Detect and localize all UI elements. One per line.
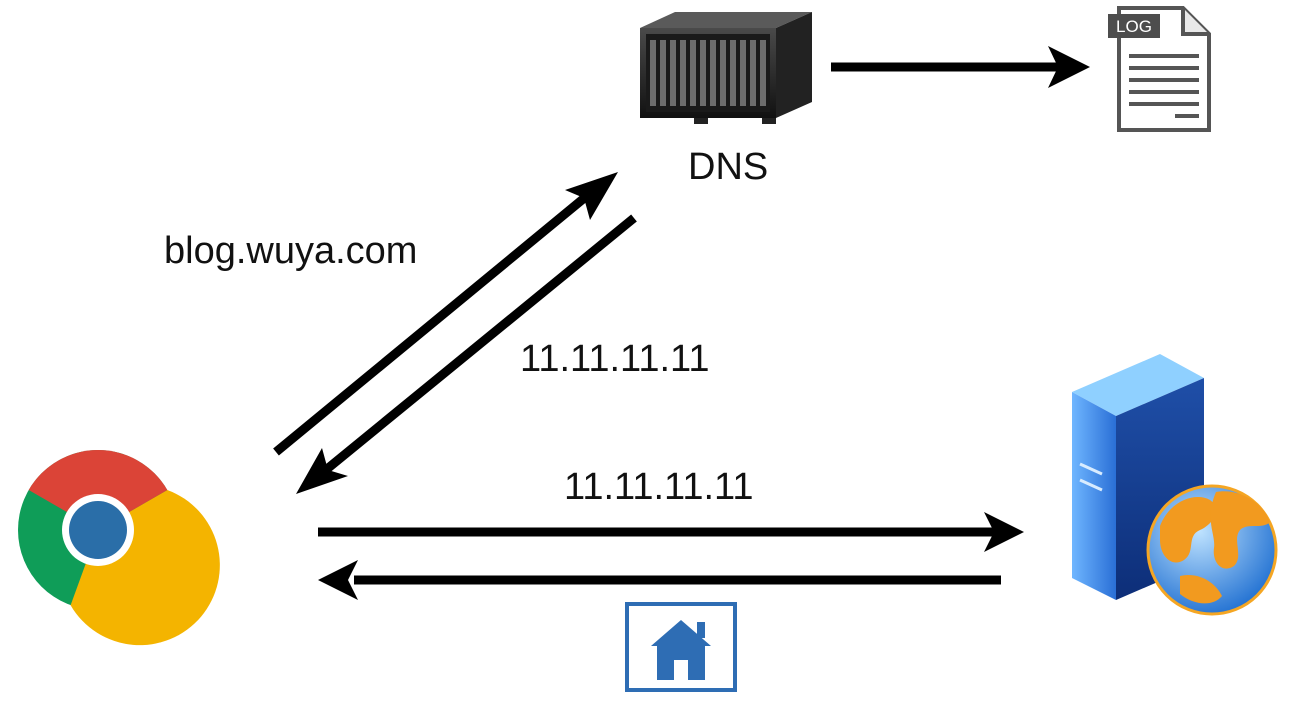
arrowhead-browser-server	[318, 560, 358, 600]
chrome-browser-icon	[18, 449, 220, 646]
log-file-icon: LOG	[1108, 6, 1211, 132]
arrow-response-to-browser	[313, 214, 637, 482]
arrowhead-browser-dns	[296, 448, 348, 494]
web-request-ip-label: 11.11.11.11	[564, 466, 754, 508]
domain-query-label: blog.wuya.com	[164, 230, 418, 272]
arrowheads	[296, 46, 1090, 600]
dns-response-ip-label: 11.11.11.11	[520, 338, 710, 380]
home-icon	[625, 602, 737, 692]
arrows	[273, 62, 1062, 585]
arrow-query-to-dns	[273, 186, 597, 456]
log-tag-background	[1108, 14, 1160, 38]
dns-label: DNS	[688, 146, 769, 188]
arrowhead-server	[984, 512, 1024, 552]
rack-server-icon	[640, 12, 812, 124]
log-tag-text: LOG	[1116, 17, 1152, 36]
arrowhead-dns	[565, 172, 618, 220]
arrowhead-log	[1048, 46, 1090, 88]
web-server-globe-icon	[1072, 354, 1278, 616]
